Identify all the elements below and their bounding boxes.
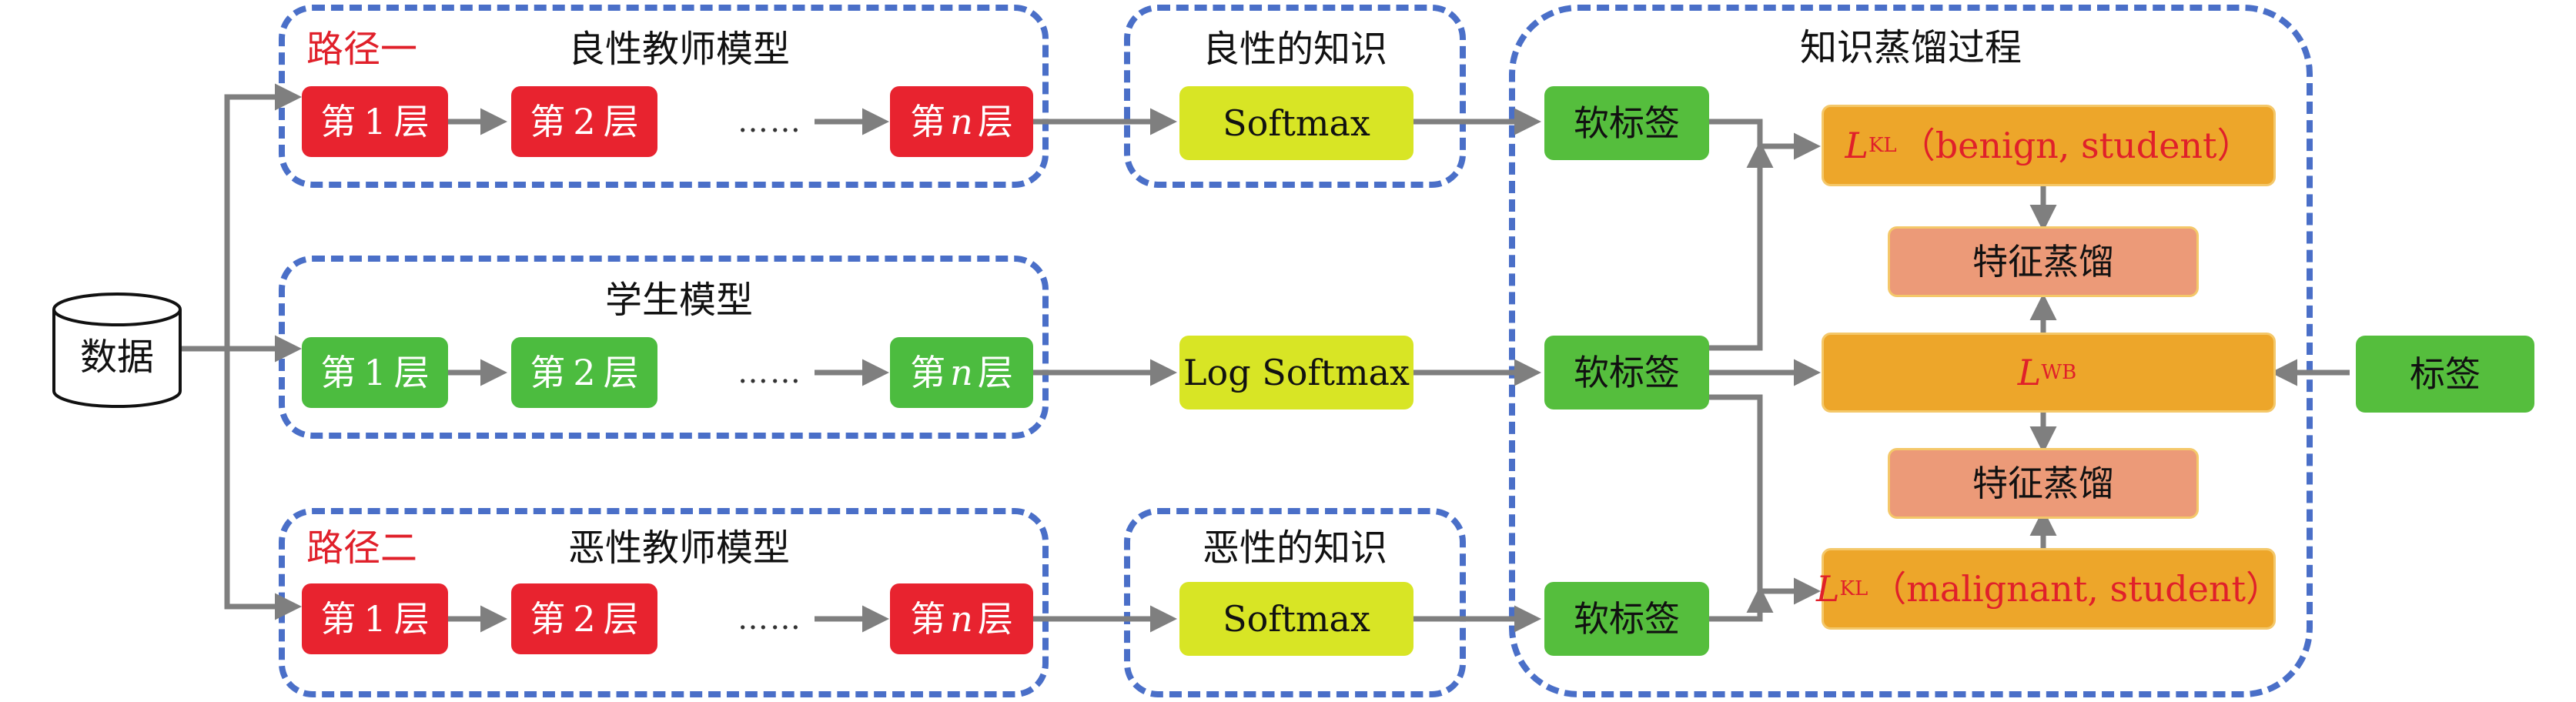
student-ellipsis: ……	[738, 355, 802, 390]
arrow-data-to-malignant	[224, 349, 302, 620]
benign-softmax-box: Softmax	[1179, 86, 1413, 160]
soft-label-malignant: 软标签	[1544, 582, 1709, 656]
ground-truth-label-box: 标签	[2356, 336, 2534, 413]
benign-ellipsis: ……	[738, 104, 802, 139]
malignant-knowledge-frame	[1124, 508, 1466, 697]
arrow-soft2-klm	[1709, 394, 1821, 605]
soft-label-student: 软标签	[1544, 336, 1709, 410]
feature-distill-lower: 特征蒸馏	[1888, 448, 2199, 519]
path-one-label: 路径一	[306, 28, 418, 71]
student-title: 学生模型	[604, 279, 754, 322]
arrow-soft3-klm	[1709, 586, 1774, 622]
arrow-soft1-klb	[1709, 119, 1821, 160]
malignant-knowledge-title: 恶性的知识	[1202, 526, 1388, 570]
feature-distill-upper: 特征蒸馏	[1888, 226, 2199, 297]
arrow-data-to-benign	[179, 83, 302, 352]
benign-knowledge-frame	[1124, 5, 1466, 188]
arrow-soft2-klb	[1709, 141, 1774, 351]
distillation-title: 知识蒸馏过程	[1799, 26, 2022, 69]
student-logsoftmax-box: Log Softmax	[1179, 336, 1413, 410]
distillation-frame	[1509, 5, 2313, 697]
malignant-ellipsis: ……	[738, 601, 802, 637]
data-cylinder-shape	[52, 292, 182, 408]
benign-teacher-title: 良性教师模型	[567, 28, 791, 71]
benign-knowledge-title: 良性的知识	[1202, 28, 1388, 71]
soft-label-benign: 软标签	[1544, 86, 1709, 160]
malignant-teacher-title: 恶性教师模型	[567, 526, 791, 570]
malignant-softmax-box: Softmax	[1179, 582, 1413, 656]
data-node-label: 数据	[79, 336, 155, 379]
path-two-label: 路径二	[306, 526, 418, 570]
